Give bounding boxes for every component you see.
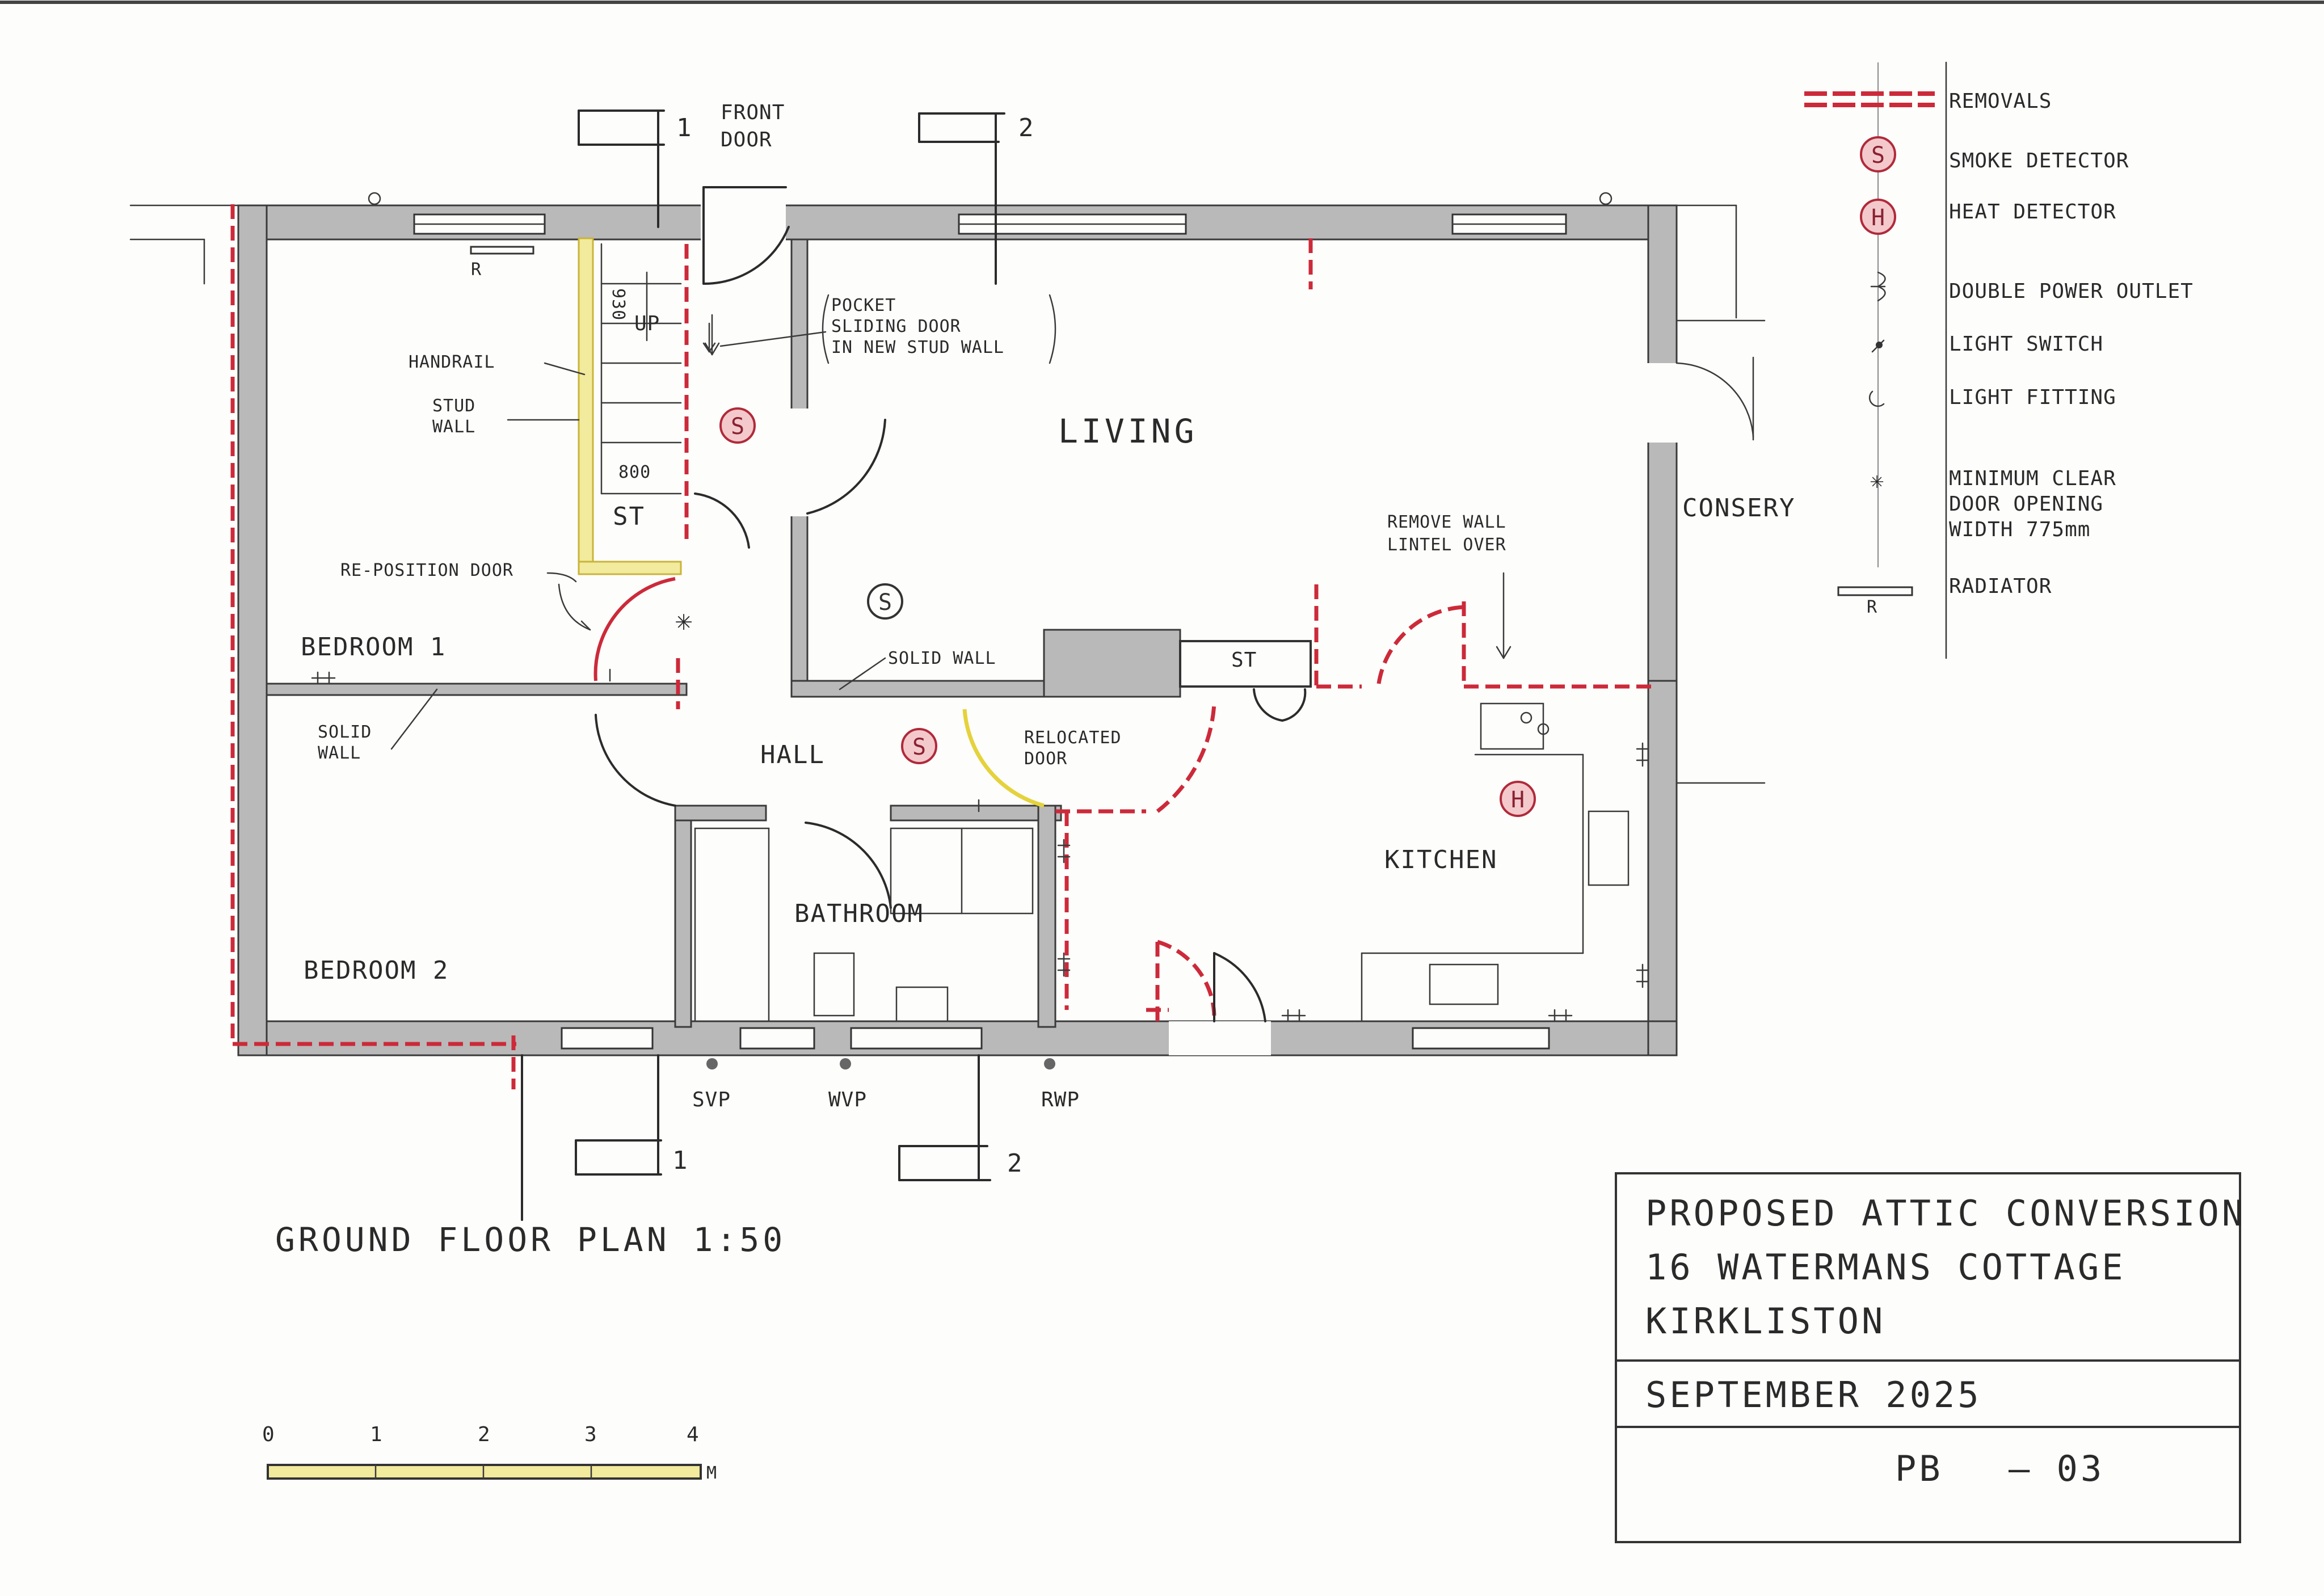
note-pocket-2: SLIDING DOOR [831,317,961,336]
scale-unit: M [706,1463,717,1483]
legend-heat-icon [1860,199,1896,235]
scale-tick-3: 3 [584,1423,597,1446]
note-svp: SVP [692,1088,731,1111]
heat-detector-icon: H [1500,781,1536,817]
note-solid-wall-2: WALL [318,743,361,763]
annotation-labels: FRONT DOOR POCKET SLIDING DOOR IN NEW ST… [318,101,1506,1111]
scale-tick-2: 2 [478,1423,491,1446]
room-bathroom: BATHROOM [794,899,924,928]
legend-light-fitting-icon [1868,390,1885,407]
legend-radiator: RADIATOR [1949,575,2052,598]
drawing-title: GROUND FLOOR PLAN 1:50 [275,1220,786,1259]
title-block-line3: KIRKLISTON [1645,1300,1885,1342]
legend-switch: LIGHT SWITCH [1949,332,2103,356]
note-dim-800: 800 [618,462,651,482]
note-stud-wall-2: WALL [432,417,475,437]
note-front-door-2: DOOR [721,128,772,151]
note-relocated-1: RELOCATED [1024,728,1122,748]
section-mark-2-top: 2 [1018,113,1035,142]
stair [600,243,716,495]
legend-removals: REMOVALS [1949,90,2052,113]
section-mark-1-bottom: 1 [672,1146,689,1175]
note-front-door-1: FRONT [721,101,785,124]
scale-tick-1: 1 [370,1423,383,1446]
site-lines [129,192,1766,784]
internal-walls [266,237,1678,1028]
scale-bar: 0 1 2 3 4 M [262,1423,717,1483]
title-block-drawing-prefix: PB [1895,1448,1943,1489]
relocated-door-swing [962,709,1045,808]
legend-smoke-icon [1860,136,1896,172]
legend-radiator-r: R [1867,597,1877,617]
pipes [706,1058,1055,1069]
legend-power-icon [1870,271,1886,302]
svg-text:S: S [912,734,926,760]
svg-text:H: H [1511,787,1525,813]
legend-min-1: MINIMUM CLEAR [1949,467,2116,490]
room-store: ST [1231,648,1257,672]
note-handrail: HANDRAIL [409,352,495,372]
power-outlet-icons [311,668,1649,1022]
svg-text:S: S [731,414,744,440]
smoke-detector-icon: S [719,407,756,444]
smoke-detector-icon: S [867,583,903,620]
note-remove-wall-1: REMOVE WALL [1387,512,1506,532]
note-solid-wall-1: SOLID [318,722,372,742]
note-pocket-3: IN NEW STUD WALL [831,338,1004,357]
legend-fitting: LIGHT FITTING [1949,386,2116,409]
room-bedroom1: BEDROOM 1 [301,633,446,662]
title-block-drawing-number: — 03 [2009,1448,2104,1489]
leader-lines [390,362,1512,750]
legend-min-3: WIDTH 775mm [1949,518,2090,541]
room-labels: LIVING HALL BEDROOM 1 BEDROOM 2 BATHROOM… [301,412,1795,985]
note-up: UP [634,312,660,335]
door-swings [595,186,1307,1022]
title-block-line2: 16 WATERMANS COTTAGE [1645,1247,2126,1288]
legend-power: DOUBLE POWER OUTLET [1949,280,2194,303]
note-stud-wall-1: STUD [432,396,475,416]
note-relocated-2: DOOR [1024,749,1067,769]
legend: REMOVALS S SMOKE DETECTOR H HEAT DETECTO… [1804,61,2194,659]
svg-text:S: S [1871,142,1885,169]
removals-outer [230,204,516,1089]
title-block-line1: PROPOSED ATTIC CONVERSION [1645,1193,2246,1234]
section-markers: 1 2 1 2 [521,110,1035,1221]
legend-asterisk-icon: ✳ [1870,468,1884,494]
scale-tick-0: 0 [262,1423,275,1446]
title-block: PROPOSED ATTIC CONVERSION 16 WATERMANS C… [1615,1172,2246,1543]
room-store-under-stair: ST [613,502,645,531]
light-fitting-asterisk: ✳ [675,604,692,637]
note-reposition-door: RE-POSITION DOOR [340,561,513,580]
room-kitchen: KITCHEN [1384,845,1497,874]
smoke-detector-icon: S [901,728,937,764]
note-pocket-1: POCKET [831,296,896,315]
room-consery: CONSERY [1682,494,1795,523]
section-mark-2-bottom: 2 [1007,1149,1024,1178]
radiator-r-label: R [471,260,482,280]
scale-tick-4: 4 [687,1423,700,1446]
svg-text:S: S [878,589,892,616]
legend-smoke: SMOKE DETECTOR [1949,149,2129,172]
external-walls [237,204,1678,1056]
note-remove-wall-2: LINTEL OVER [1387,535,1506,555]
note-solid-wall-living: SOLID WALL [888,648,996,668]
bathroom-fixtures [694,827,1034,1022]
room-hall: HALL [760,740,825,769]
kitchen-fixtures [1361,702,1630,1022]
legend-heat: HEAT DETECTOR [1949,200,2116,224]
legend-min-2: DOOR OPENING [1949,492,2103,516]
pocket-door-note [704,294,1056,364]
svg-text:H: H [1871,205,1885,231]
removals-internal [593,238,1657,1021]
room-bedroom2: BEDROOM 2 [304,956,449,985]
note-dim-930: 930 [608,288,628,321]
radiator-bedroom1: R [470,246,534,280]
note-wvp: WVP [828,1088,867,1111]
title-block-date: SEPTEMBER 2025 [1645,1374,1982,1416]
note-rwp: RWP [1041,1088,1080,1111]
legend-radiator-icon [1837,586,1913,596]
room-living: LIVING [1058,412,1198,450]
section-mark-1-top: 1 [676,113,693,142]
